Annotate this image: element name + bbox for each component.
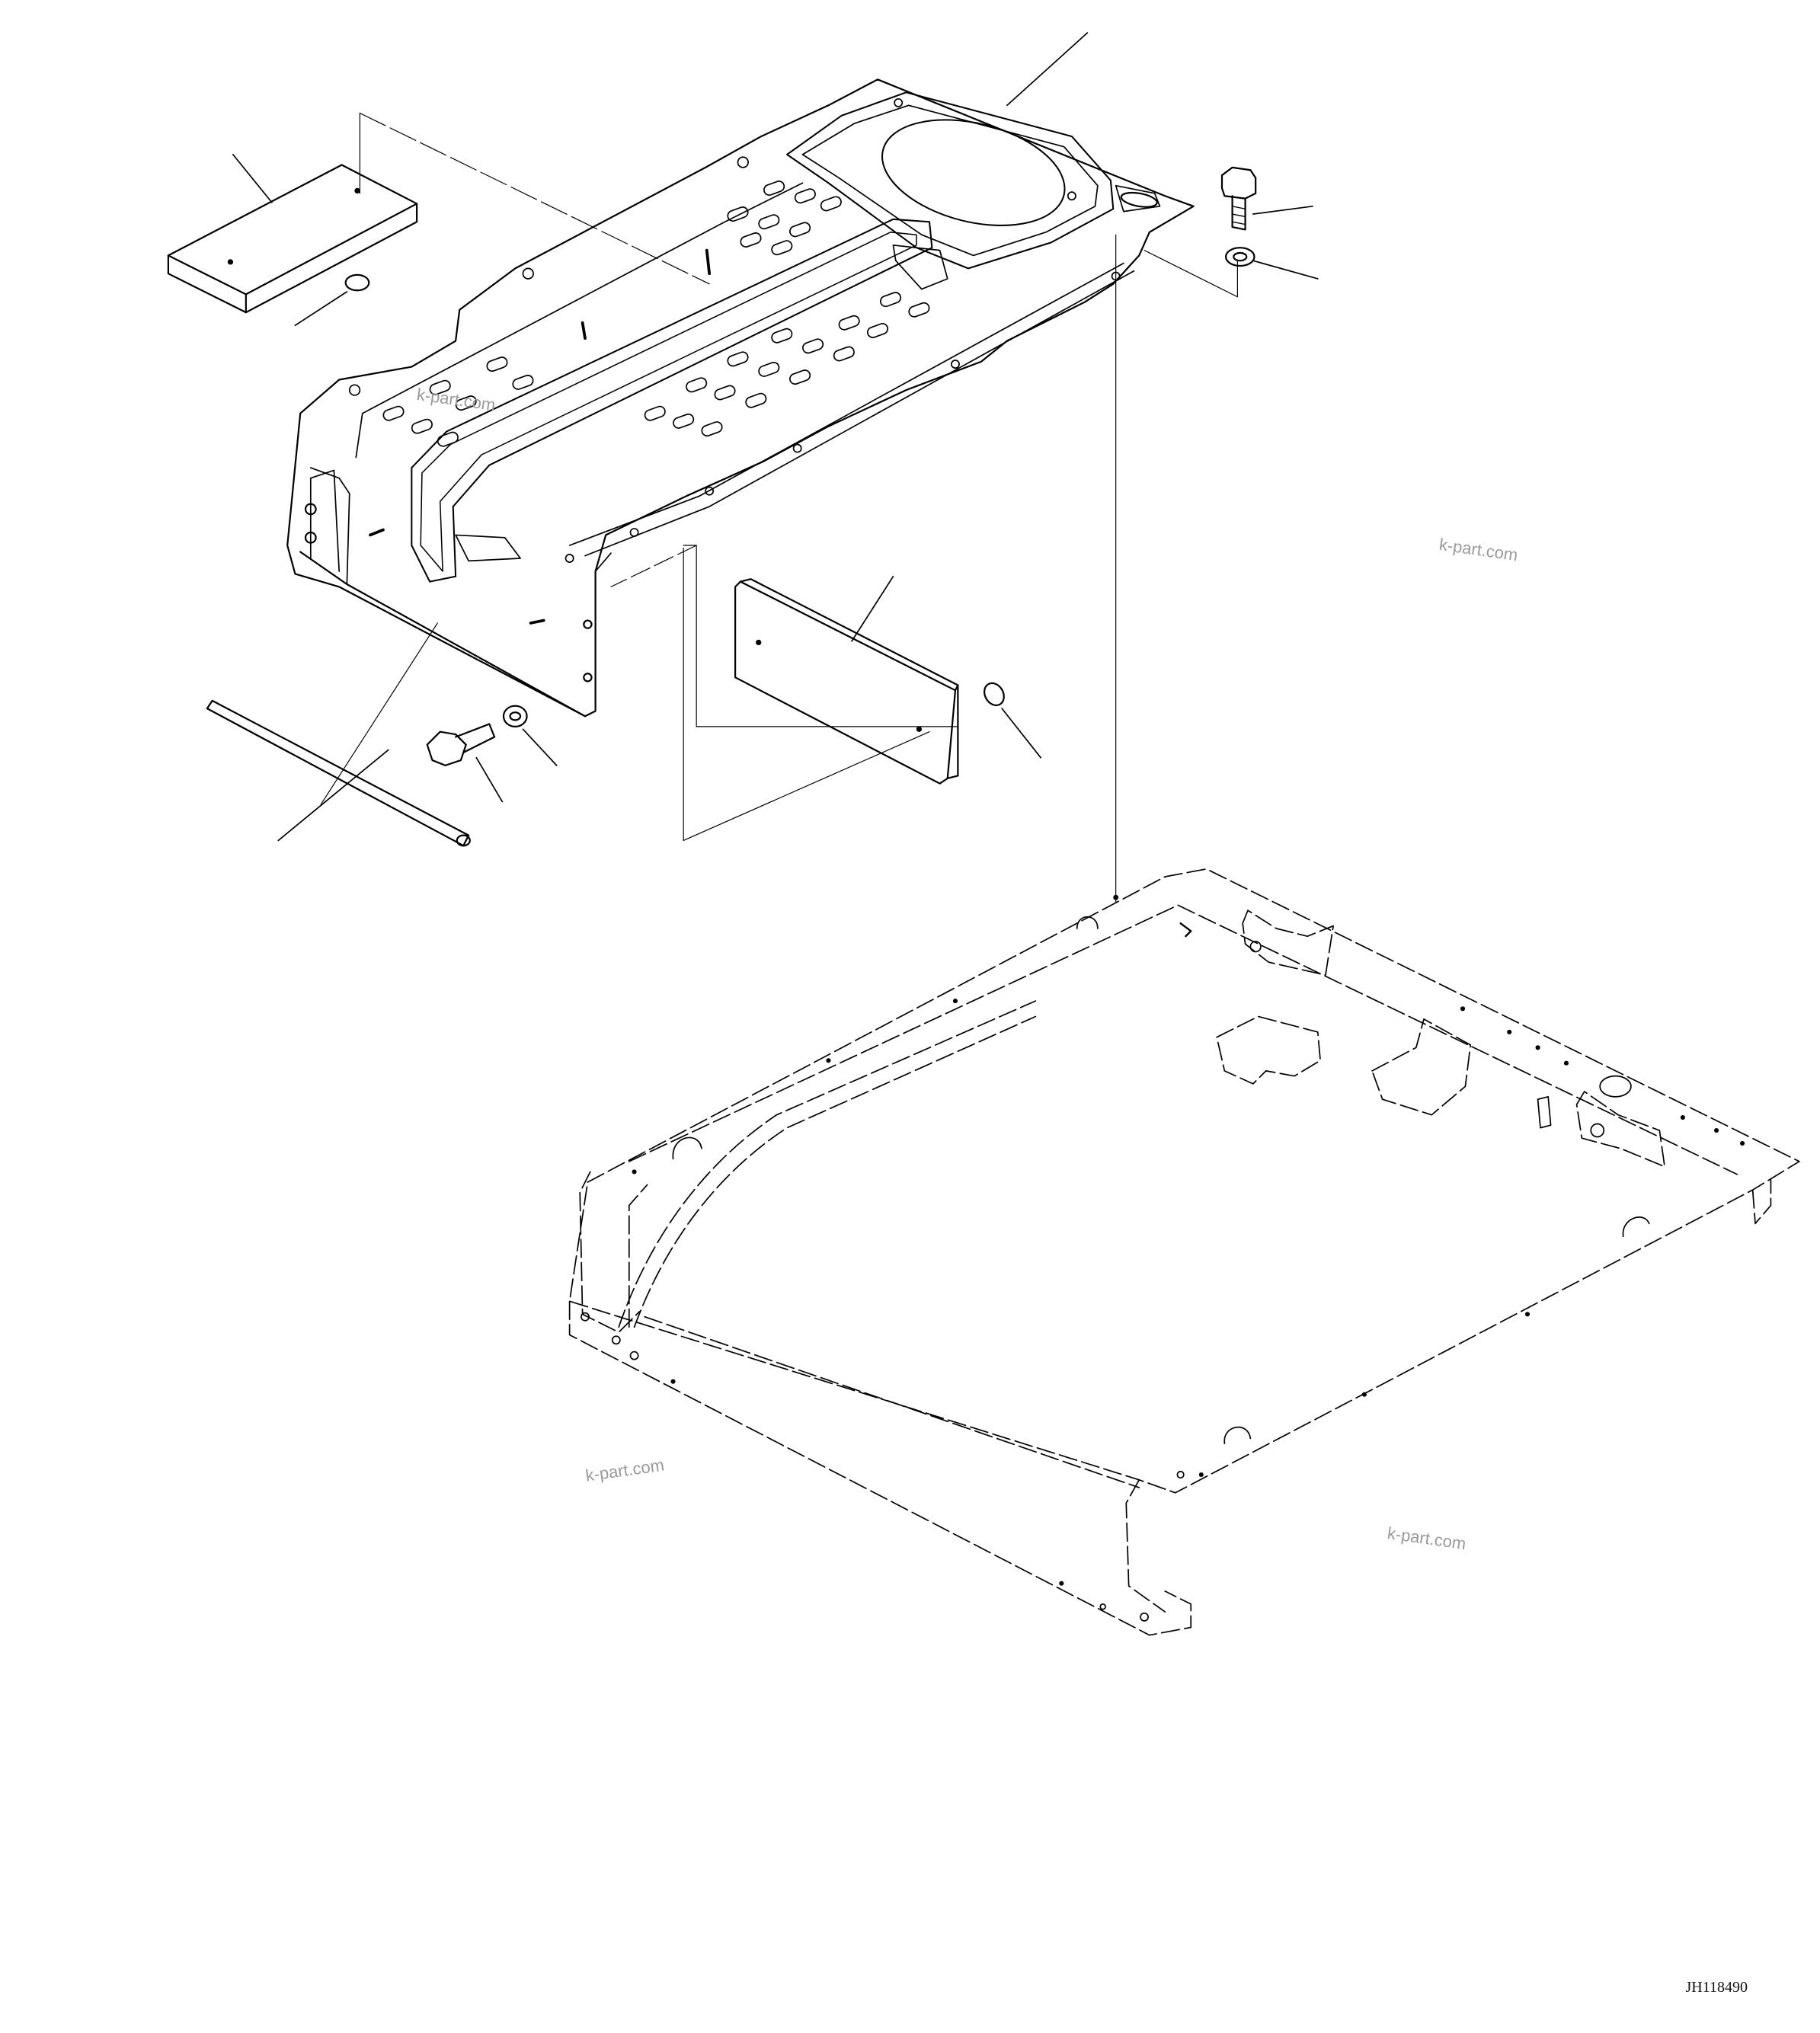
washer-pad-lower [984, 682, 1005, 707]
bolt-right [1220, 166, 1257, 231]
rubber-pad-upper [167, 164, 418, 314]
rubber-pad-lower [734, 578, 959, 785]
drawing-code: JH118490 [1685, 1979, 1748, 1996]
washer-right [1224, 247, 1255, 267]
cab-frame [568, 868, 1800, 1636]
washer-pad-upper [344, 273, 370, 292]
cab-frame-features [581, 894, 1745, 1622]
edge-trim-strip [206, 699, 471, 847]
alignment-lines [320, 112, 1238, 903]
floor-plate [286, 78, 1195, 718]
leader-lines [232, 32, 1319, 842]
washer-left [502, 705, 528, 727]
bolt-left [426, 723, 496, 766]
